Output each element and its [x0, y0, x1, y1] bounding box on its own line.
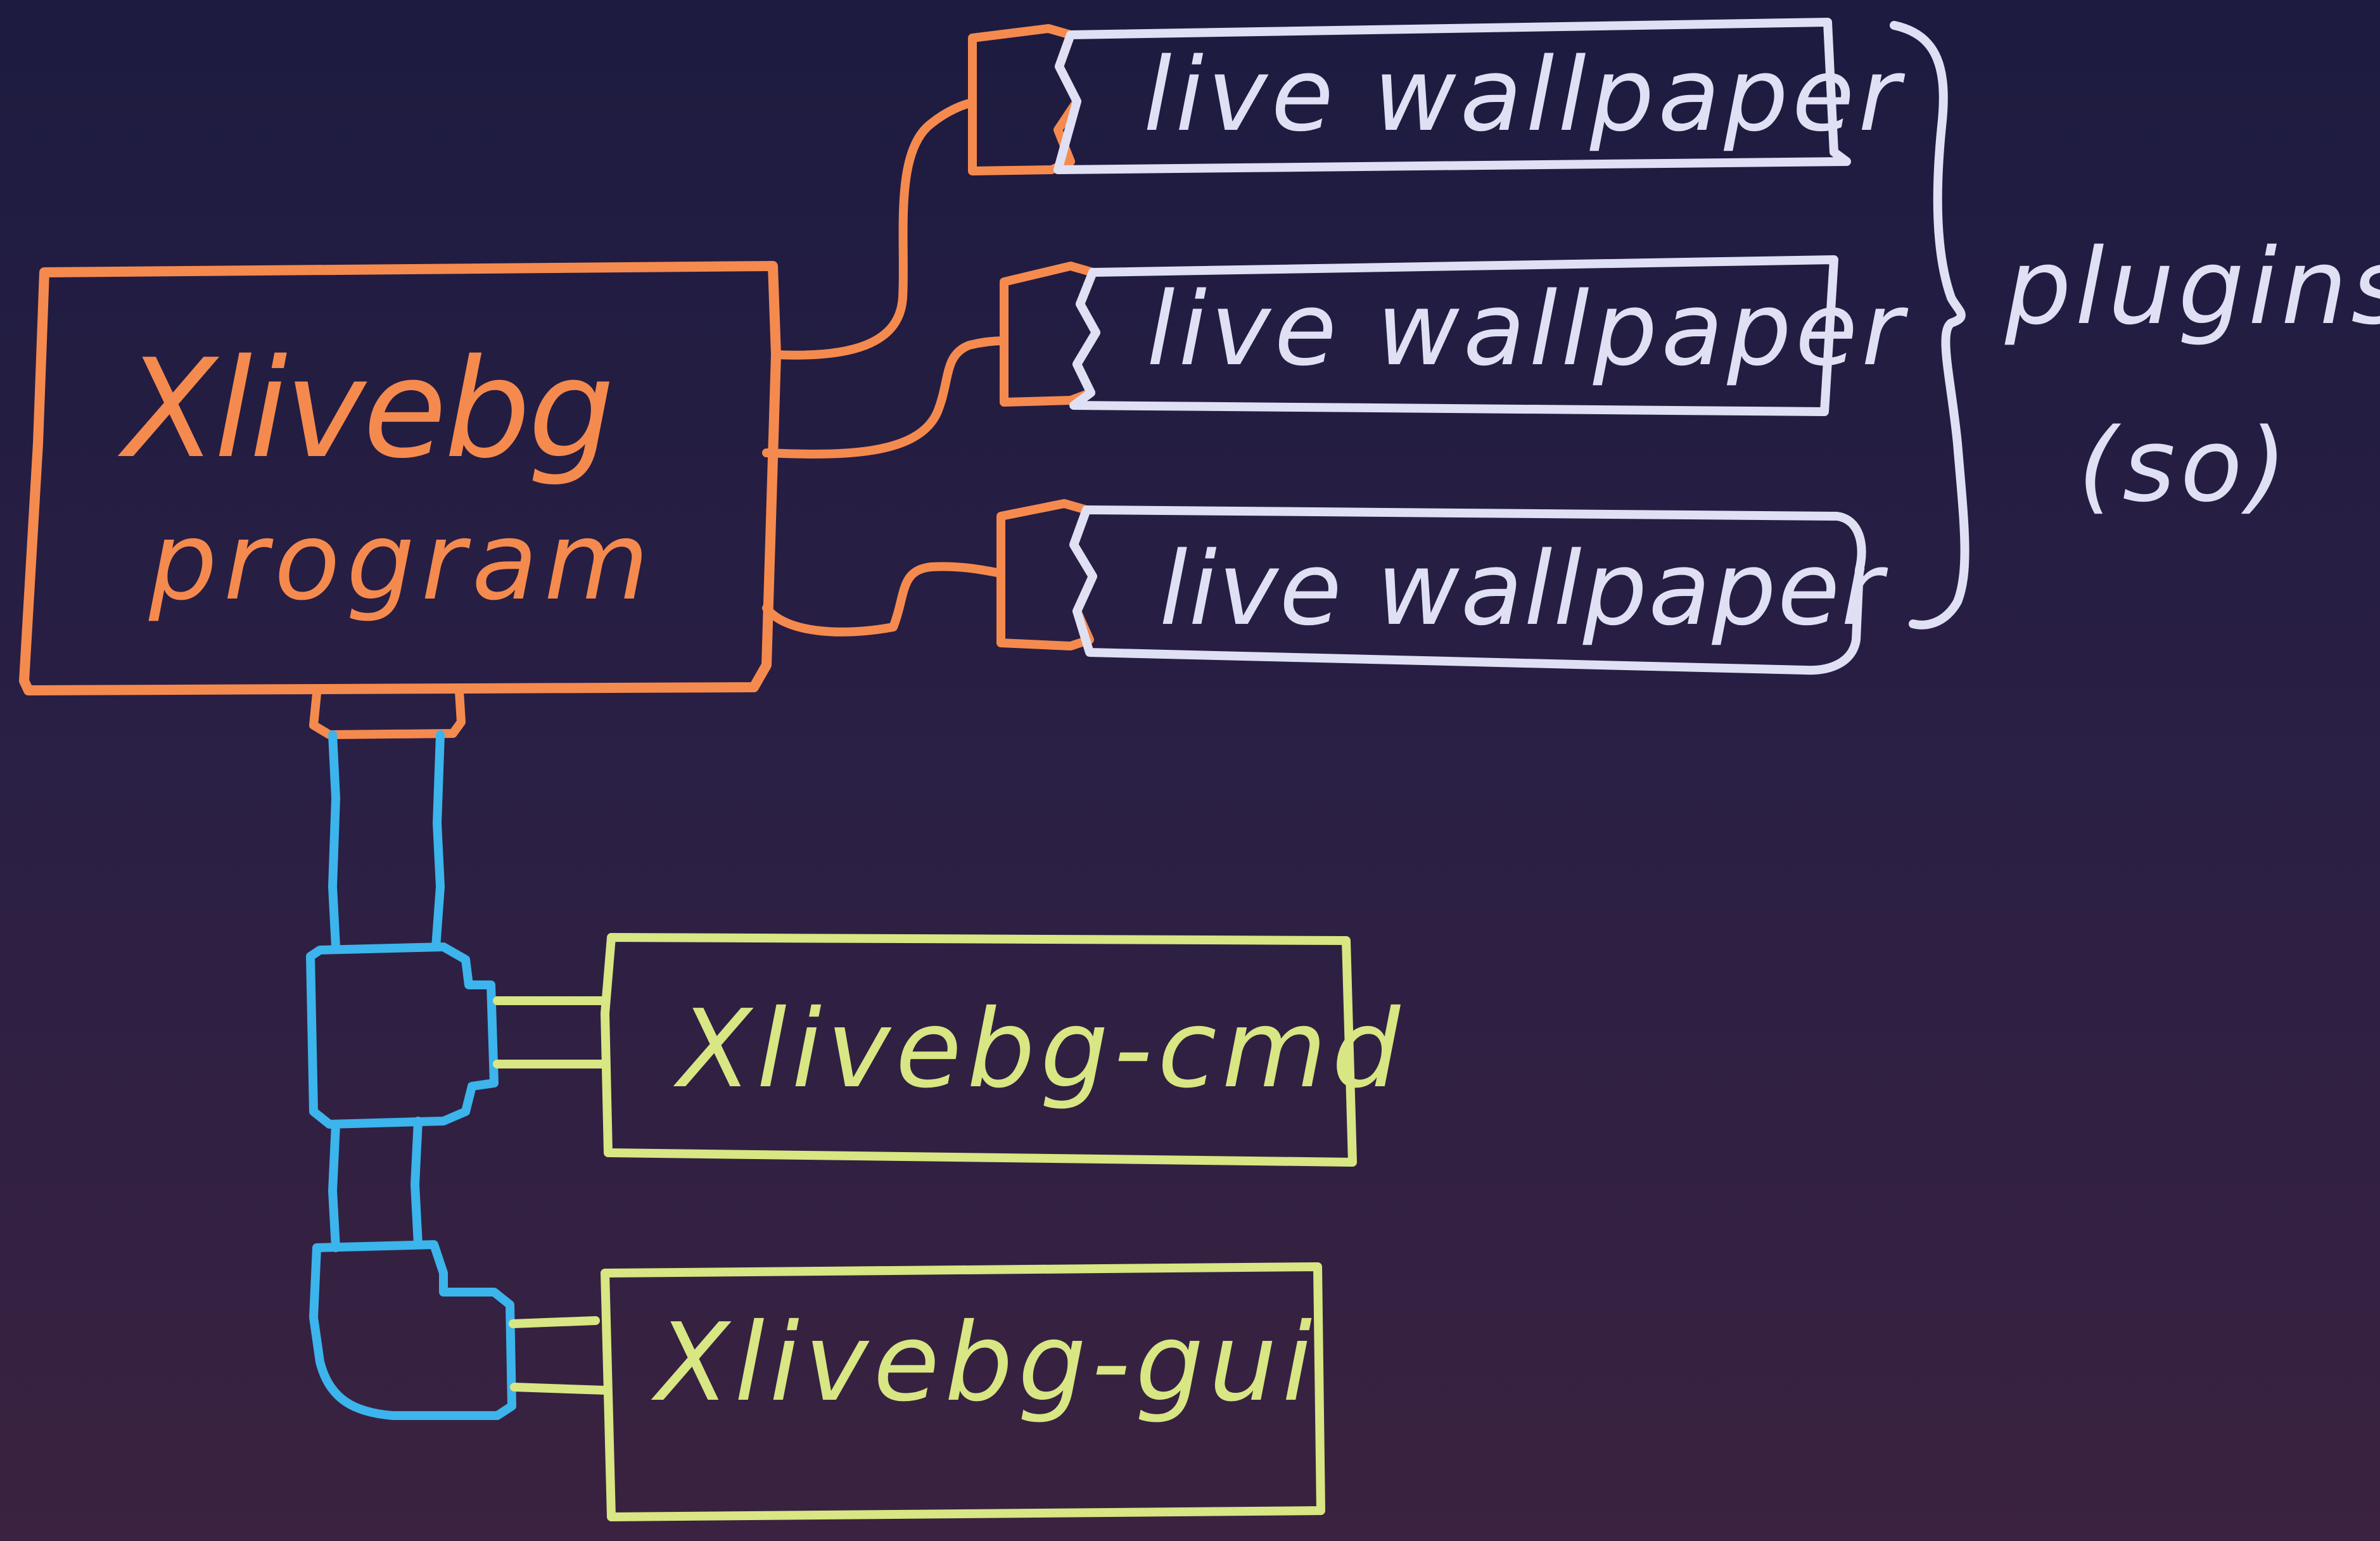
plugin-connectors: [762, 24, 1100, 650]
program-socket: [309, 691, 466, 739]
program-title: Xlivebg: [117, 329, 612, 488]
program-box: [19, 261, 781, 695]
client-cmd-label: Xlivebg-cmd: [673, 987, 1405, 1112]
client-connectors: [493, 996, 609, 1395]
plugins-brace: [1890, 21, 1970, 630]
pipe-t-junction: [306, 942, 499, 1129]
gui-wire-bottom: [510, 1383, 609, 1395]
plugins-group: [1053, 18, 1970, 675]
pipe-mid-right: [410, 1117, 423, 1249]
plugin-label-1: live wallpaper: [1143, 35, 1906, 154]
client-gui: Xlivebg-gui: [601, 1262, 1325, 1521]
connector-wire-1: [772, 98, 977, 360]
connector-wire-3: [762, 562, 1005, 637]
plugin-label-3: live wallpaper: [1159, 530, 1888, 648]
program-node: Xlivebg program: [19, 261, 781, 739]
client-gui-box: [601, 1262, 1325, 1521]
plugin-box-3: [1069, 505, 1866, 675]
program-subtitle: program: [148, 499, 655, 625]
pipe-elbow: [309, 1240, 516, 1420]
pipe-mid-left: [328, 1120, 340, 1252]
plugin-box-1: [1053, 18, 1851, 174]
plugin-box-2: [1069, 255, 1838, 416]
ipc-pipes: [306, 730, 516, 1420]
connector-wire-2: [762, 336, 1009, 459]
plugins-group-sublabel: (so): [2078, 406, 2292, 524]
client-cmd: Xlivebg-cmd: [601, 933, 1405, 1167]
gui-wire-top: [509, 1316, 600, 1328]
pipe-main-left: [328, 730, 340, 951]
pipe-main-right: [431, 730, 445, 951]
connector-plug-1: [968, 24, 1081, 175]
client-gui-label: Xlivebg-gui: [651, 1300, 1317, 1426]
plugins-group-label: plugins: [2004, 226, 2380, 348]
client-cmd-box: [601, 933, 1357, 1167]
plugin-label-2: live wallpaper: [1147, 270, 1909, 388]
